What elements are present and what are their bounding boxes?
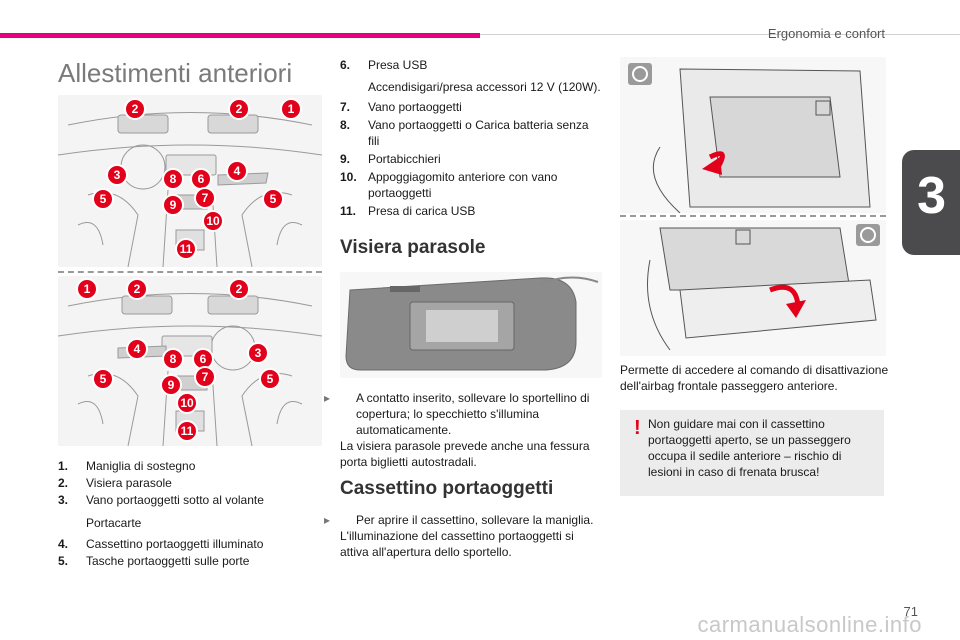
badge-9: 9 bbox=[162, 194, 184, 216]
legend-item: 4.Cassettino portaoggetti illuminato bbox=[58, 537, 264, 551]
badge-3: 3 bbox=[247, 342, 269, 364]
glovebox-closed-illustration bbox=[620, 57, 886, 214]
legend-item: 8.Vano portaoggetti o Carica batteria se… bbox=[340, 118, 589, 148]
badge-5: 5 bbox=[262, 188, 284, 210]
glovebox-open-illustration bbox=[620, 220, 886, 356]
glovebox-drawing-2 bbox=[647, 224, 880, 351]
header-accent-bar bbox=[0, 33, 480, 38]
badge-2: 2 bbox=[228, 98, 250, 120]
legend-subitem: Accendisigari/presa accessori 12 V (120W… bbox=[368, 80, 601, 94]
visiera-bullet: ▸A contatto inserito, sollevare lo sport… bbox=[324, 391, 590, 437]
legend-item: 2.Visiera parasole bbox=[58, 476, 172, 490]
badge-8: 8 bbox=[162, 168, 184, 190]
badge-5: 5 bbox=[92, 368, 114, 390]
triangle-bullet-icon: ▸ bbox=[324, 391, 331, 405]
legend-item: 5.Tasche portaoggetti sulle porte bbox=[58, 554, 250, 568]
watermark: carmanualsonline.info bbox=[697, 612, 922, 637]
chapter-number: 3 bbox=[917, 167, 946, 225]
visiera-heading: Visiera parasole bbox=[340, 237, 486, 258]
cassettino-paragraph: L'illuminazione del cassettino portaogge… bbox=[340, 529, 574, 559]
legend-subitem: Portacarte bbox=[86, 516, 142, 530]
sun-visor-drawing bbox=[345, 276, 599, 371]
exclamation-icon: ! bbox=[634, 417, 641, 439]
legend-item: 6.Presa USB bbox=[340, 58, 428, 72]
steering-wheel-icon bbox=[628, 63, 652, 85]
badge-8: 8 bbox=[162, 348, 184, 370]
cassettino-text: ▸Per aprire il cassettino, sollevare la … bbox=[324, 512, 602, 560]
chapter-title: Ergonomia e confort bbox=[767, 26, 885, 41]
header-rule bbox=[480, 34, 960, 35]
badge-5: 5 bbox=[259, 368, 281, 390]
warning-box bbox=[620, 410, 884, 496]
visiera-text: ▸A contatto inserito, sollevare lo sport… bbox=[324, 390, 602, 470]
legend-item: 1.Maniglia di sostegno bbox=[58, 459, 196, 473]
legend-item: 9.Portabicchieri bbox=[340, 152, 441, 166]
legend-item: 11.Presa di carica USB bbox=[340, 204, 476, 218]
badge-2: 2 bbox=[124, 98, 146, 120]
badge-10: 10 bbox=[202, 210, 224, 232]
warning-text: Non guidare mai con il cassettino portao… bbox=[648, 417, 851, 479]
badge-4: 4 bbox=[126, 338, 148, 360]
illustration-separator bbox=[58, 271, 322, 273]
cassettino-bullet: ▸Per aprire il cassettino, sollevare la … bbox=[324, 513, 594, 527]
airbag-paragraph: Permette di accedere al comando di disat… bbox=[620, 363, 889, 393]
steering-wheel-icon bbox=[856, 224, 880, 246]
legend-item: 10.Appoggiagomito anteriore con vano por… bbox=[340, 170, 558, 200]
legend-item: 7.Vano portaoggetti bbox=[340, 100, 462, 114]
badge-2: 2 bbox=[126, 278, 148, 300]
badge-11: 11 bbox=[175, 238, 197, 260]
glovebox-drawing-1 bbox=[628, 63, 871, 214]
badge-10: 10 bbox=[176, 392, 198, 414]
legend-list: 1.Maniglia di sostegno 2.Visiera parasol… bbox=[58, 458, 328, 570]
chapter-tab bbox=[902, 150, 960, 255]
section-title: Allestimenti anteriori bbox=[58, 58, 293, 88]
badge-1: 1 bbox=[76, 278, 98, 300]
badge-1: 1 bbox=[280, 98, 302, 120]
cassettino-heading: Cassettino portaoggetti bbox=[340, 478, 554, 499]
badge-7: 7 bbox=[194, 187, 216, 209]
visiera-paragraph: La visiera parasole prevede anche una fe… bbox=[340, 439, 590, 469]
badge-5: 5 bbox=[92, 188, 114, 210]
page-number: 71 bbox=[903, 604, 918, 619]
badge-3: 3 bbox=[106, 164, 128, 186]
badge-2: 2 bbox=[228, 278, 250, 300]
badge-11: 11 bbox=[176, 420, 198, 442]
badge-7: 7 bbox=[194, 366, 216, 388]
badge-9: 9 bbox=[160, 374, 182, 396]
legend-list-continued: 6.Presa USB Accendisigari/presa accessor… bbox=[340, 57, 602, 219]
badge-4: 4 bbox=[226, 160, 248, 182]
sun-visor-illustration bbox=[340, 272, 602, 378]
legend-item: 3.Vano portaoggetti sotto al volante bbox=[58, 493, 264, 507]
triangle-bullet-icon: ▸ bbox=[324, 513, 331, 527]
illustration-separator bbox=[620, 215, 886, 217]
